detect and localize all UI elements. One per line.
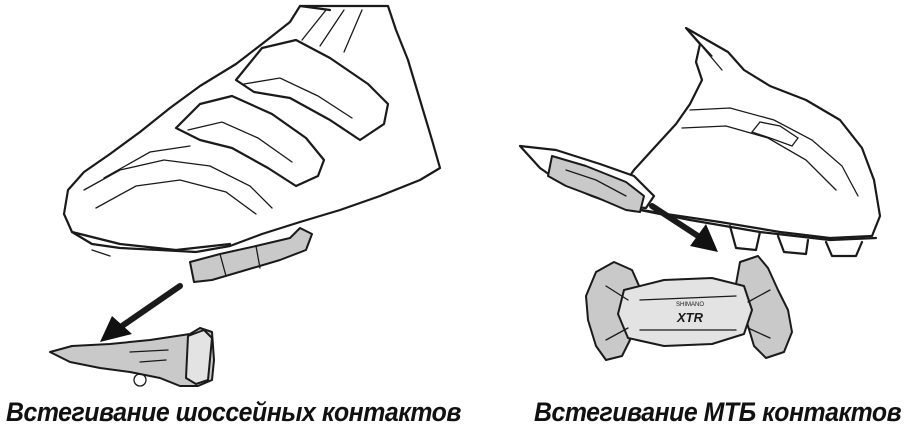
caption-mtb-cleats: Встегивание МТБ контактов [534, 397, 902, 427]
mtb-shoe-illustration [518, 26, 882, 258]
mtb-cleat-mounted [547, 155, 645, 213]
road-arrow [100, 283, 183, 342]
pedal-model-label: XTR [676, 310, 704, 325]
road-cleat-loose [49, 327, 215, 387]
pedal-brand-label: SHIMANO [676, 302, 704, 308]
road-shoe-upper-strap [234, 38, 390, 142]
caption-road-cleats: Встегивание шоссейных контактов [6, 397, 461, 427]
road-shoe-lower-strap [174, 94, 326, 188]
mtb-arrow [649, 203, 718, 252]
mtb-pedal: SHIMANO XTR [585, 255, 793, 361]
road-shoe-illustration [62, 4, 442, 283]
road-cleat-mounted [189, 227, 313, 283]
